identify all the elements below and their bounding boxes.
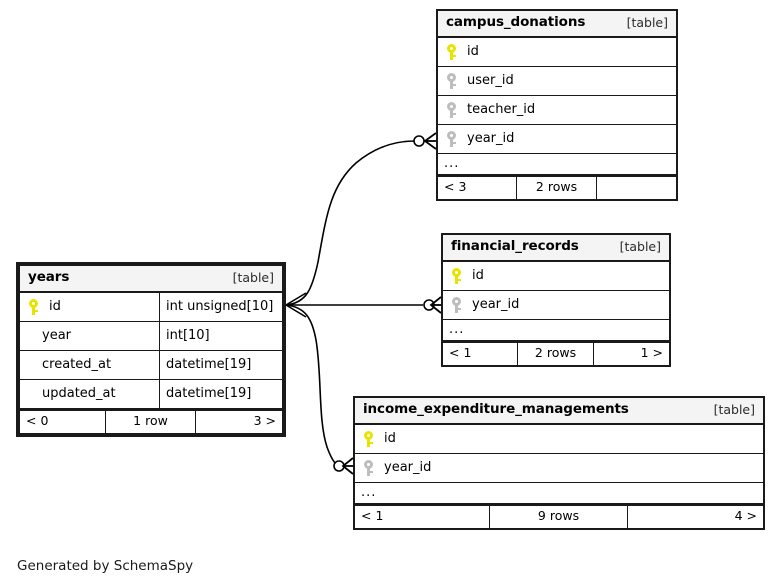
primary-key-icon [445, 43, 458, 61]
table-row[interactable]: year_id [438, 125, 676, 154]
table-header-income-expenditure-managements: income_expenditure_managements [table] [355, 398, 763, 425]
table-node-financial-records[interactable]: financial_records [table] id year_id ...… [441, 233, 671, 367]
column-label: id [384, 431, 396, 446]
column-label: id [49, 299, 61, 314]
table-node-years[interactable]: years [table] id int unsigned[10] year i… [16, 262, 286, 437]
table-row[interactable]: id [355, 425, 763, 454]
column-name-cell: year [20, 322, 159, 350]
foreign-key-icon [445, 72, 458, 90]
column-type-cell: datetime[19] [159, 379, 282, 408]
table-kind-years: [table] [232, 269, 274, 285]
table-footer-income-expenditure-managements: < 1 9 rows 4 > [355, 503, 763, 528]
column-label: user_id [467, 73, 514, 88]
table-header-campus-donations: campus_donations [table] [438, 11, 676, 38]
column-label: teacher_id [467, 102, 536, 117]
table-row[interactable]: updated_at datetime[19] [20, 379, 282, 409]
column-name-cell: id [355, 425, 763, 453]
column-type: datetime[19] [166, 386, 252, 401]
table-title-years: years [28, 269, 70, 285]
footer-children-count[interactable] [597, 177, 676, 199]
edge-years-to-income-expenditure-managements [285, 304, 354, 475]
table-row[interactable]: year int[10] [20, 321, 282, 351]
column-name-cell: id [20, 293, 159, 321]
table-node-income-expenditure-managements[interactable]: income_expenditure_managements [table] i… [353, 396, 765, 530]
table-node-campus-donations[interactable]: campus_donations [table] id user_id [436, 9, 678, 201]
table-kind-income-expenditure-managements: [table] [713, 401, 755, 417]
edge-years-to-campus-donations [285, 132, 437, 306]
table-title-income-expenditure-managements: income_expenditure_managements [363, 401, 629, 417]
footer-row-count: 2 rows [517, 176, 598, 199]
table-row[interactable]: year_id [355, 454, 763, 483]
foreign-key-icon [450, 296, 463, 314]
footer-parents-count[interactable]: < 1 [355, 505, 490, 528]
table-footer-years: < 0 1 row 3 > [20, 408, 282, 433]
footer-row-count: 2 rows [518, 342, 595, 365]
crowsfoot-origin-years [285, 292, 307, 318]
footer-parents-count[interactable]: < 1 [443, 342, 518, 365]
foreign-key-icon [362, 459, 375, 477]
column-name-cell: created_at [20, 351, 159, 379]
column-name-cell: year_id [438, 125, 676, 153]
column-label: created_at [42, 357, 112, 372]
table-row[interactable]: user_id [438, 67, 676, 96]
footer-children-count[interactable]: 1 > [640, 345, 663, 361]
table-footer-campus-donations: < 3 2 rows [438, 174, 676, 199]
generated-by-caption: Generated by SchemaSpy [17, 558, 194, 574]
column-label: id [472, 268, 484, 283]
foreign-key-icon [445, 130, 458, 148]
table-row[interactable]: id [443, 262, 669, 291]
column-name-cell: year_id [443, 291, 669, 319]
table-header-years: years [table] [20, 266, 282, 293]
column-type-cell: datetime[19] [159, 350, 282, 379]
column-type: datetime[19] [166, 357, 252, 372]
primary-key-icon [450, 267, 463, 285]
column-label: year_id [384, 460, 432, 475]
footer-children-count[interactable]: 4 > [734, 508, 757, 524]
footer-row-count: 1 row [106, 410, 196, 433]
foreign-key-icon [445, 101, 458, 119]
footer-parents-count[interactable]: < 3 [438, 176, 517, 199]
footer-parents-count[interactable]: < 0 [20, 410, 107, 433]
more-columns-ellipsis: ... [438, 154, 676, 175]
column-label: updated_at [42, 386, 116, 401]
column-label: year_id [472, 297, 520, 312]
column-label: id [467, 44, 479, 59]
column-type-cell: int[10] [159, 321, 282, 350]
more-columns-ellipsis: ... [443, 320, 669, 341]
more-columns-ellipsis: ... [355, 483, 763, 504]
table-title-campus-donations: campus_donations [446, 14, 586, 30]
column-label: year [42, 328, 72, 343]
column-type: int unsigned[10] [166, 299, 274, 314]
column-name-cell: id [443, 262, 669, 290]
column-name-cell: year_id [355, 454, 763, 482]
column-name-cell: id [438, 38, 676, 66]
table-row[interactable]: created_at datetime[19] [20, 350, 282, 380]
footer-row-count: 9 rows [490, 505, 629, 528]
primary-key-icon [27, 298, 40, 316]
primary-key-icon [362, 430, 375, 448]
column-name-cell: updated_at [20, 380, 159, 408]
table-row[interactable]: year_id [443, 291, 669, 320]
table-kind-financial-records: [table] [619, 238, 661, 254]
footer-children-count[interactable]: 3 > [253, 413, 276, 429]
column-name-cell: teacher_id [438, 96, 676, 124]
table-header-financial-records: financial_records [table] [443, 235, 669, 262]
table-kind-campus-donations: [table] [626, 14, 668, 30]
table-title-financial-records: financial_records [451, 238, 579, 254]
column-label: year_id [467, 131, 515, 146]
column-name-cell: user_id [438, 67, 676, 95]
column-type: int[10] [166, 328, 210, 343]
edge-years-to-financial-records [286, 296, 442, 314]
table-footer-financial-records: < 1 2 rows 1 > [443, 340, 669, 365]
column-type-cell: int unsigned[10] [159, 292, 282, 321]
table-row[interactable]: teacher_id [438, 96, 676, 125]
table-row[interactable]: id [438, 38, 676, 67]
table-row[interactable]: id int unsigned[10] [20, 292, 282, 322]
